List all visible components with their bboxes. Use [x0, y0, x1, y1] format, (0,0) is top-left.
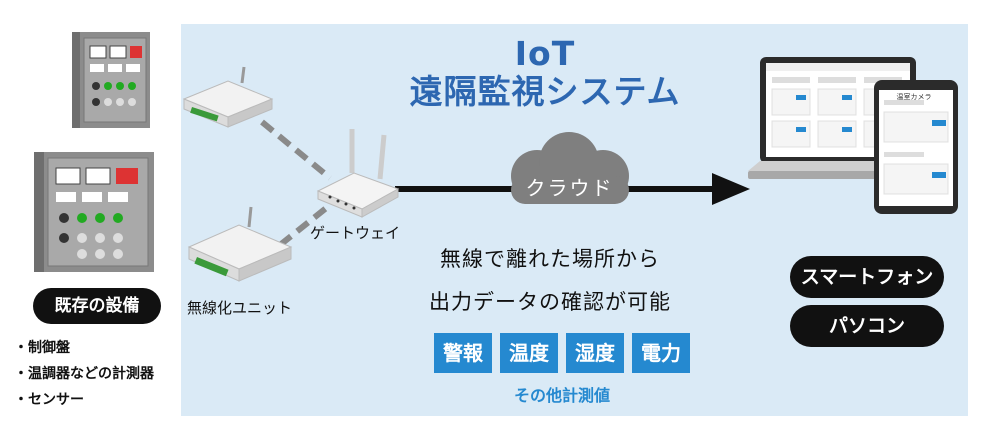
- gateway-router-icon: [316, 129, 400, 218]
- title-iot: IoT: [514, 34, 576, 73]
- screen-header: 温室カメラ: [896, 93, 932, 101]
- control-panel-top-icon: [72, 32, 150, 128]
- dashed-link-top: [260, 119, 332, 181]
- tag-alarm: 警報: [434, 333, 492, 373]
- wireless-unit-label: 無線化ユニット: [187, 299, 293, 317]
- gateway-label: ゲートウェイ: [310, 224, 401, 242]
- cloud-icon: [511, 132, 629, 204]
- equipment-item-instruments: ・温調器などの計測器: [14, 366, 154, 382]
- device-smartphone-badge: スマートフォン: [790, 256, 944, 298]
- message-line2: 出力データの確認が可能: [429, 290, 671, 314]
- tag-humidity: 湿度: [566, 333, 624, 373]
- other-measurements-label: その他計測値: [513, 386, 610, 405]
- control-panel-bottom-icon: [34, 152, 154, 272]
- device-pc-badge: パソコン: [790, 305, 944, 347]
- wireless-unit-bottom-icon: [187, 206, 293, 282]
- data-arrow-head: [712, 173, 750, 205]
- existing-equipment-badge: 既存の設備: [33, 288, 161, 324]
- tag-temperature: 温度: [500, 333, 558, 373]
- cloud-label: クラウド: [525, 176, 614, 200]
- tag-power: 電力: [632, 333, 690, 373]
- equipment-item-control-panel: ・制御盤: [14, 340, 70, 356]
- title-system: 遠隔監視システム: [409, 72, 681, 111]
- wireless-unit-top-icon: [182, 66, 274, 128]
- tablet-icon: [874, 80, 958, 214]
- message-line1: 無線で離れた場所から: [440, 247, 660, 271]
- equipment-item-sensors: ・センサー: [14, 392, 84, 408]
- dashed-link-bottom: [278, 202, 332, 248]
